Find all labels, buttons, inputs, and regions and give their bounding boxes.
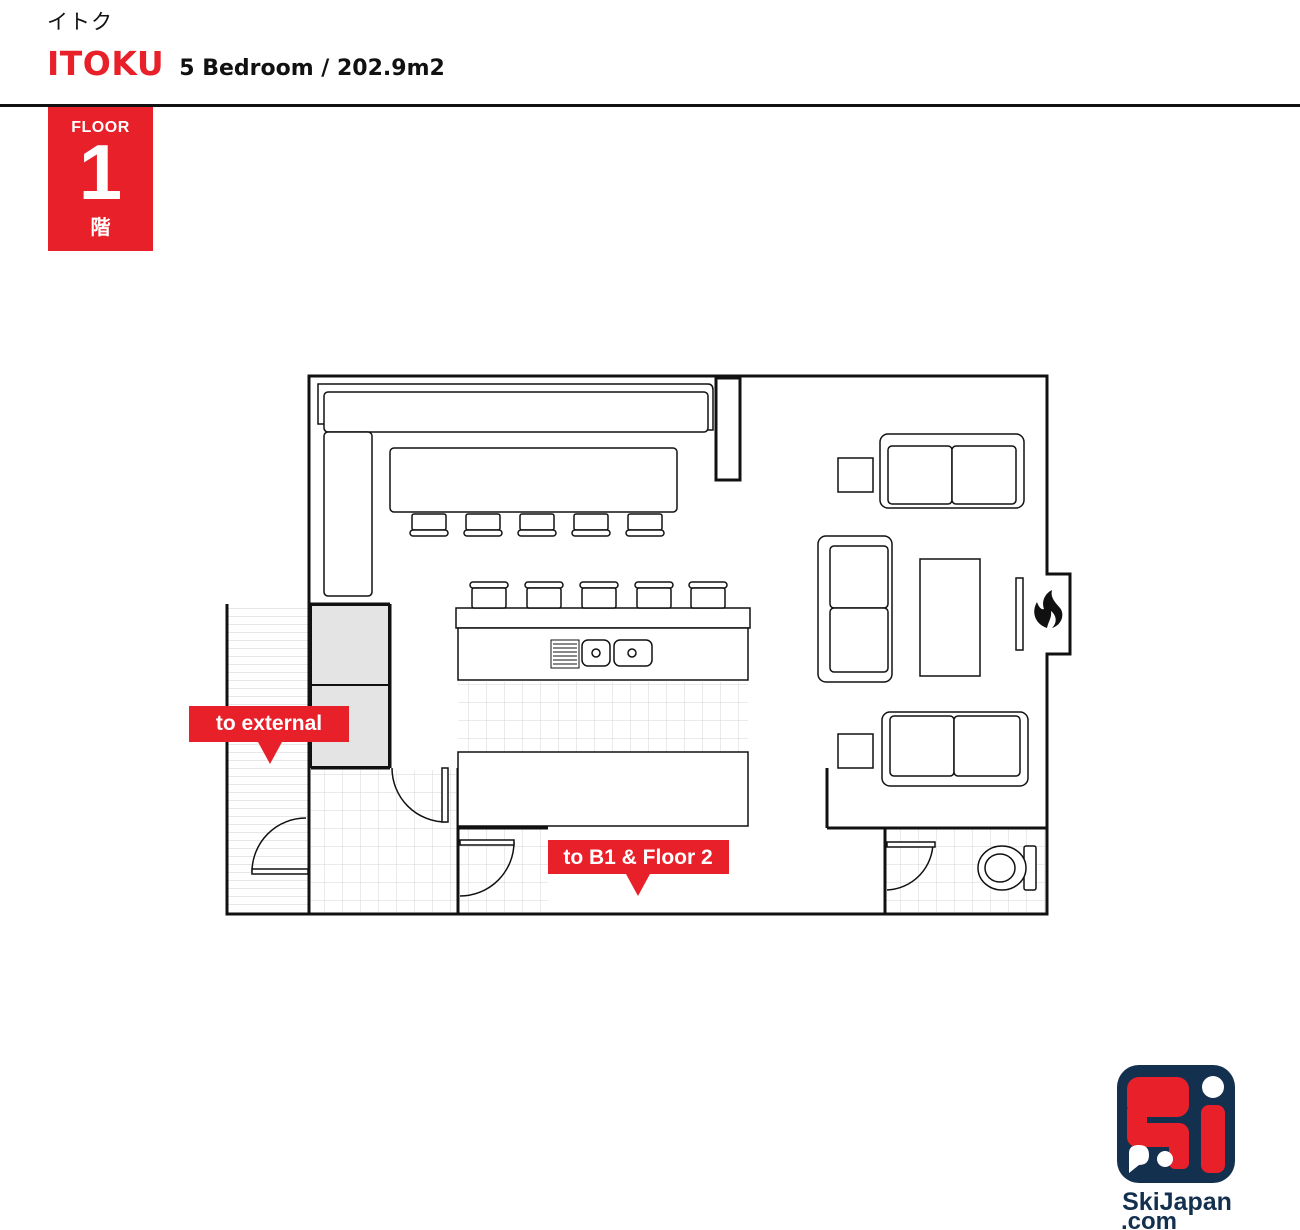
toilet-icon	[977, 845, 1037, 891]
logo-mark	[1117, 1065, 1235, 1183]
storage-area	[310, 604, 390, 768]
floor-japanese: 階	[90, 215, 111, 239]
external-label: to external	[189, 706, 349, 764]
japanese-property-name: イトク	[47, 10, 113, 34]
header-divider	[0, 104, 1300, 107]
title-row: ITOKU 5 Bedroom / 202.9m2	[47, 44, 445, 83]
floor-label: FLOOR	[71, 119, 130, 136]
external-label-text: to external	[216, 712, 322, 735]
floor-badge: FLOOR 1 階	[48, 107, 153, 251]
doors	[251, 767, 936, 897]
property-title: ITOKU	[47, 44, 165, 83]
skijapan-logo: SkiJapan .com	[1117, 1065, 1235, 1230]
logo-text-line1: SkiJapan	[1122, 1188, 1232, 1216]
logo-text-line2: .com	[1121, 1208, 1177, 1230]
stairs-label: to B1 & Floor 2	[548, 840, 729, 896]
walls	[225, 374, 1072, 916]
living-room	[817, 433, 1029, 787]
floor-number: 1	[78, 128, 123, 216]
fire-icon	[1034, 590, 1063, 628]
sink	[581, 639, 653, 667]
drainboard	[550, 639, 580, 669]
property-subtitle: 5 Bedroom / 202.9m2	[179, 56, 445, 81]
stairs-label-text: to B1 & Floor 2	[563, 846, 712, 869]
kitchen	[317, 383, 751, 827]
bar-stools	[409, 513, 728, 609]
